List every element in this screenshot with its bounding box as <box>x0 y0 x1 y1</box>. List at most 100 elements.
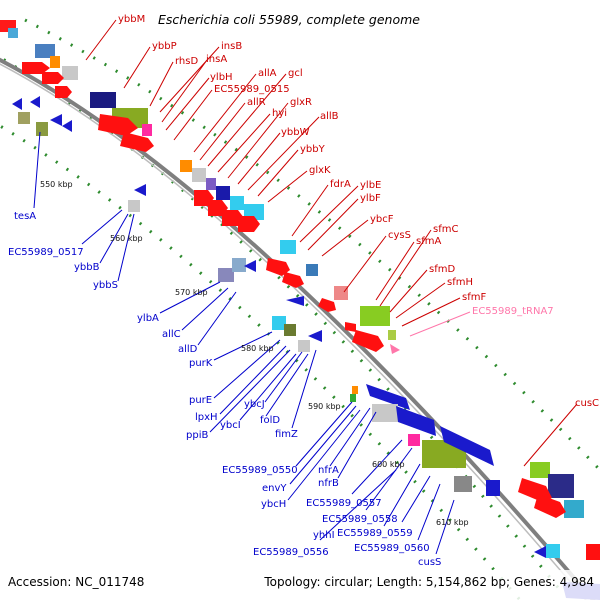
gene-block <box>232 258 246 272</box>
topology-label: Topology: circular; Length: 5,154,862 bp… <box>263 575 594 589</box>
gene-label[interactable]: hyi <box>272 108 287 119</box>
gene-label[interactable]: sfmF <box>462 292 486 303</box>
leader-line <box>291 349 317 429</box>
gene-label[interactable]: ylbA <box>137 313 159 324</box>
leader-line <box>389 269 428 313</box>
gene-label[interactable]: sfmD <box>429 264 455 275</box>
gene-block <box>218 268 234 282</box>
gene-block <box>230 196 244 210</box>
gene-label[interactable]: fdrA <box>330 179 351 190</box>
gene-label[interactable]: ybbY <box>300 144 326 155</box>
leader-line <box>181 287 229 331</box>
gene-label[interactable]: glxK <box>309 165 331 176</box>
gene-label[interactable]: yhhI <box>313 530 335 541</box>
gene-arrow <box>120 132 154 152</box>
gene-label[interactable]: rhsD <box>175 56 198 67</box>
gene-label[interactable]: ybbW <box>281 127 310 138</box>
gene-label[interactable]: allC <box>162 329 181 340</box>
gene-arrow <box>286 296 304 306</box>
gene-label[interactable]: cysS <box>388 230 411 241</box>
gene-block <box>284 324 296 336</box>
gene-label[interactable]: purK <box>189 358 213 369</box>
gene-block <box>35 44 55 58</box>
leader-line <box>375 241 415 301</box>
gene-label[interactable]: cusC <box>575 398 599 409</box>
gene-label[interactable]: allD <box>178 344 198 355</box>
gene-label[interactable]: ybcF <box>370 214 394 225</box>
leader-line <box>289 405 357 485</box>
leader-line <box>435 499 455 555</box>
gene-label[interactable]: glxR <box>290 97 312 108</box>
leader-line <box>159 46 220 113</box>
gene-label[interactable]: ylbE <box>360 180 381 191</box>
gene-label[interactable]: ybbP <box>152 41 177 52</box>
gene-label[interactable]: insA <box>206 54 227 65</box>
gene-arrow <box>134 184 146 196</box>
leader-line <box>237 132 281 185</box>
gene-label[interactable]: insB <box>221 41 242 52</box>
gene-label[interactable]: purE <box>189 395 212 406</box>
gene-block <box>334 286 348 300</box>
gene-label[interactable]: EC55989_0515 <box>214 84 290 95</box>
map-title: Escherichia coli 55989, complete genome <box>158 12 420 27</box>
leader-line <box>343 235 387 293</box>
gene-label[interactable]: sfmC <box>433 224 458 235</box>
gene-arrow <box>308 330 322 342</box>
gene-label[interactable]: ppiB <box>186 430 208 441</box>
gene-label[interactable]: ybbM <box>118 14 145 25</box>
kbp-tick-label: 560 kbp <box>110 234 143 243</box>
gene-label[interactable]: allA <box>258 68 277 79</box>
gene-label[interactable]: sfmA <box>416 236 441 247</box>
gene-label[interactable]: EC55989_0557 <box>306 498 382 509</box>
dotted-track-inner <box>0 124 522 600</box>
gene-block <box>36 122 48 136</box>
gene-label[interactable]: ylbH <box>210 72 233 83</box>
leader-line <box>217 113 271 173</box>
gene-label[interactable]: allB <box>320 111 339 122</box>
gene-arrow <box>98 114 138 136</box>
gene-arrow <box>534 494 566 518</box>
gene-label[interactable]: sfmH <box>447 277 473 288</box>
leader-line <box>417 483 441 541</box>
gene-label[interactable]: EC55989_0550 <box>222 465 298 476</box>
gene-arrow <box>352 330 384 352</box>
gene-arrow <box>396 406 436 436</box>
leader-line <box>85 19 117 61</box>
gene-label[interactable]: nfrA <box>318 465 339 476</box>
gene-label[interactable]: ybcJ <box>244 399 265 410</box>
gene-label[interactable]: cusS <box>418 557 441 568</box>
gene-label[interactable]: ybbB <box>74 262 100 273</box>
leader-line <box>33 131 41 209</box>
rna-gene-label[interactable]: EC55989_tRNA7 <box>472 306 554 317</box>
gene-label[interactable]: ybbS <box>93 280 118 291</box>
rna-feature <box>390 344 400 354</box>
gene-label[interactable]: ylbF <box>360 193 381 204</box>
forward-strand-features <box>0 20 600 560</box>
gene-label[interactable]: fimZ <box>275 429 298 440</box>
gene-label[interactable]: ybcI <box>220 420 241 431</box>
gene-block <box>280 240 296 254</box>
gene-label[interactable]: EC55989_0556 <box>253 547 329 558</box>
gene-label[interactable]: envY <box>262 483 287 494</box>
gene-label[interactable]: nfrB <box>318 478 339 489</box>
gene-label[interactable]: EC55989_0560 <box>354 543 430 554</box>
gene-block <box>586 544 600 560</box>
gene-label[interactable]: ybcH <box>261 499 286 510</box>
gene-label[interactable]: allR <box>247 97 266 108</box>
gene-block <box>454 476 472 492</box>
gene-label[interactable]: lpxH <box>195 412 218 423</box>
gene-label[interactable]: folD <box>260 415 280 426</box>
gene-block <box>142 124 152 136</box>
gene-label[interactable]: EC55989_0517 <box>8 247 84 258</box>
gene-block <box>546 544 560 558</box>
gene-label[interactable]: tesA <box>14 211 36 222</box>
gene-block <box>306 264 318 276</box>
leader-line <box>267 170 308 203</box>
gene-block <box>372 404 398 422</box>
gene-label[interactable]: EC55989_0558 <box>322 514 398 525</box>
gene-label[interactable]: gcl <box>288 68 303 79</box>
kbp-tick-label: 610 kbp <box>436 518 469 527</box>
reverse-strand-features <box>12 96 600 600</box>
gene-label[interactable]: EC55989_0559 <box>337 528 413 539</box>
kbp-tick-label: 600 kbp <box>372 460 405 469</box>
